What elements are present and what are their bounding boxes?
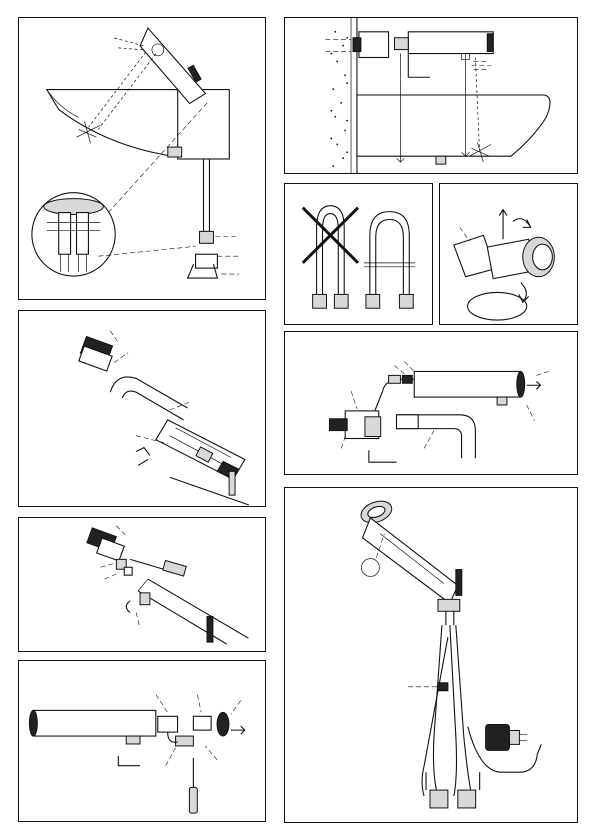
panel-sensor-cleaning xyxy=(18,517,266,652)
panel-hose-handling xyxy=(284,183,433,325)
panel-power-supply-connection xyxy=(284,487,578,823)
panel-wall-tap-installation xyxy=(284,17,578,174)
wall-tap-assembly-exploded-icon xyxy=(285,332,577,474)
wall-mounted-tap-above-basin-icon xyxy=(285,18,577,173)
panel-sensor-head-disassembly xyxy=(18,310,266,507)
battery-compartment-removal-icon xyxy=(19,661,265,821)
valve-handle-rotation-icon xyxy=(440,184,577,324)
panel-valve-handle xyxy=(439,183,578,325)
sensor-cleaning-screwdriver-icon xyxy=(19,518,265,651)
basin-tap-with-power-supply-icon xyxy=(285,488,577,822)
do-not-kink-hose-icon xyxy=(285,184,432,324)
panel-battery-compartment xyxy=(18,660,266,822)
panel-basin-tap-installation xyxy=(18,17,266,300)
basin-mounted-sensor-tap-with-mixing-valve-detail-icon xyxy=(19,18,265,299)
sensor-head-disassembly-icon xyxy=(19,311,265,506)
panel-wall-tap-assembly xyxy=(284,331,578,475)
